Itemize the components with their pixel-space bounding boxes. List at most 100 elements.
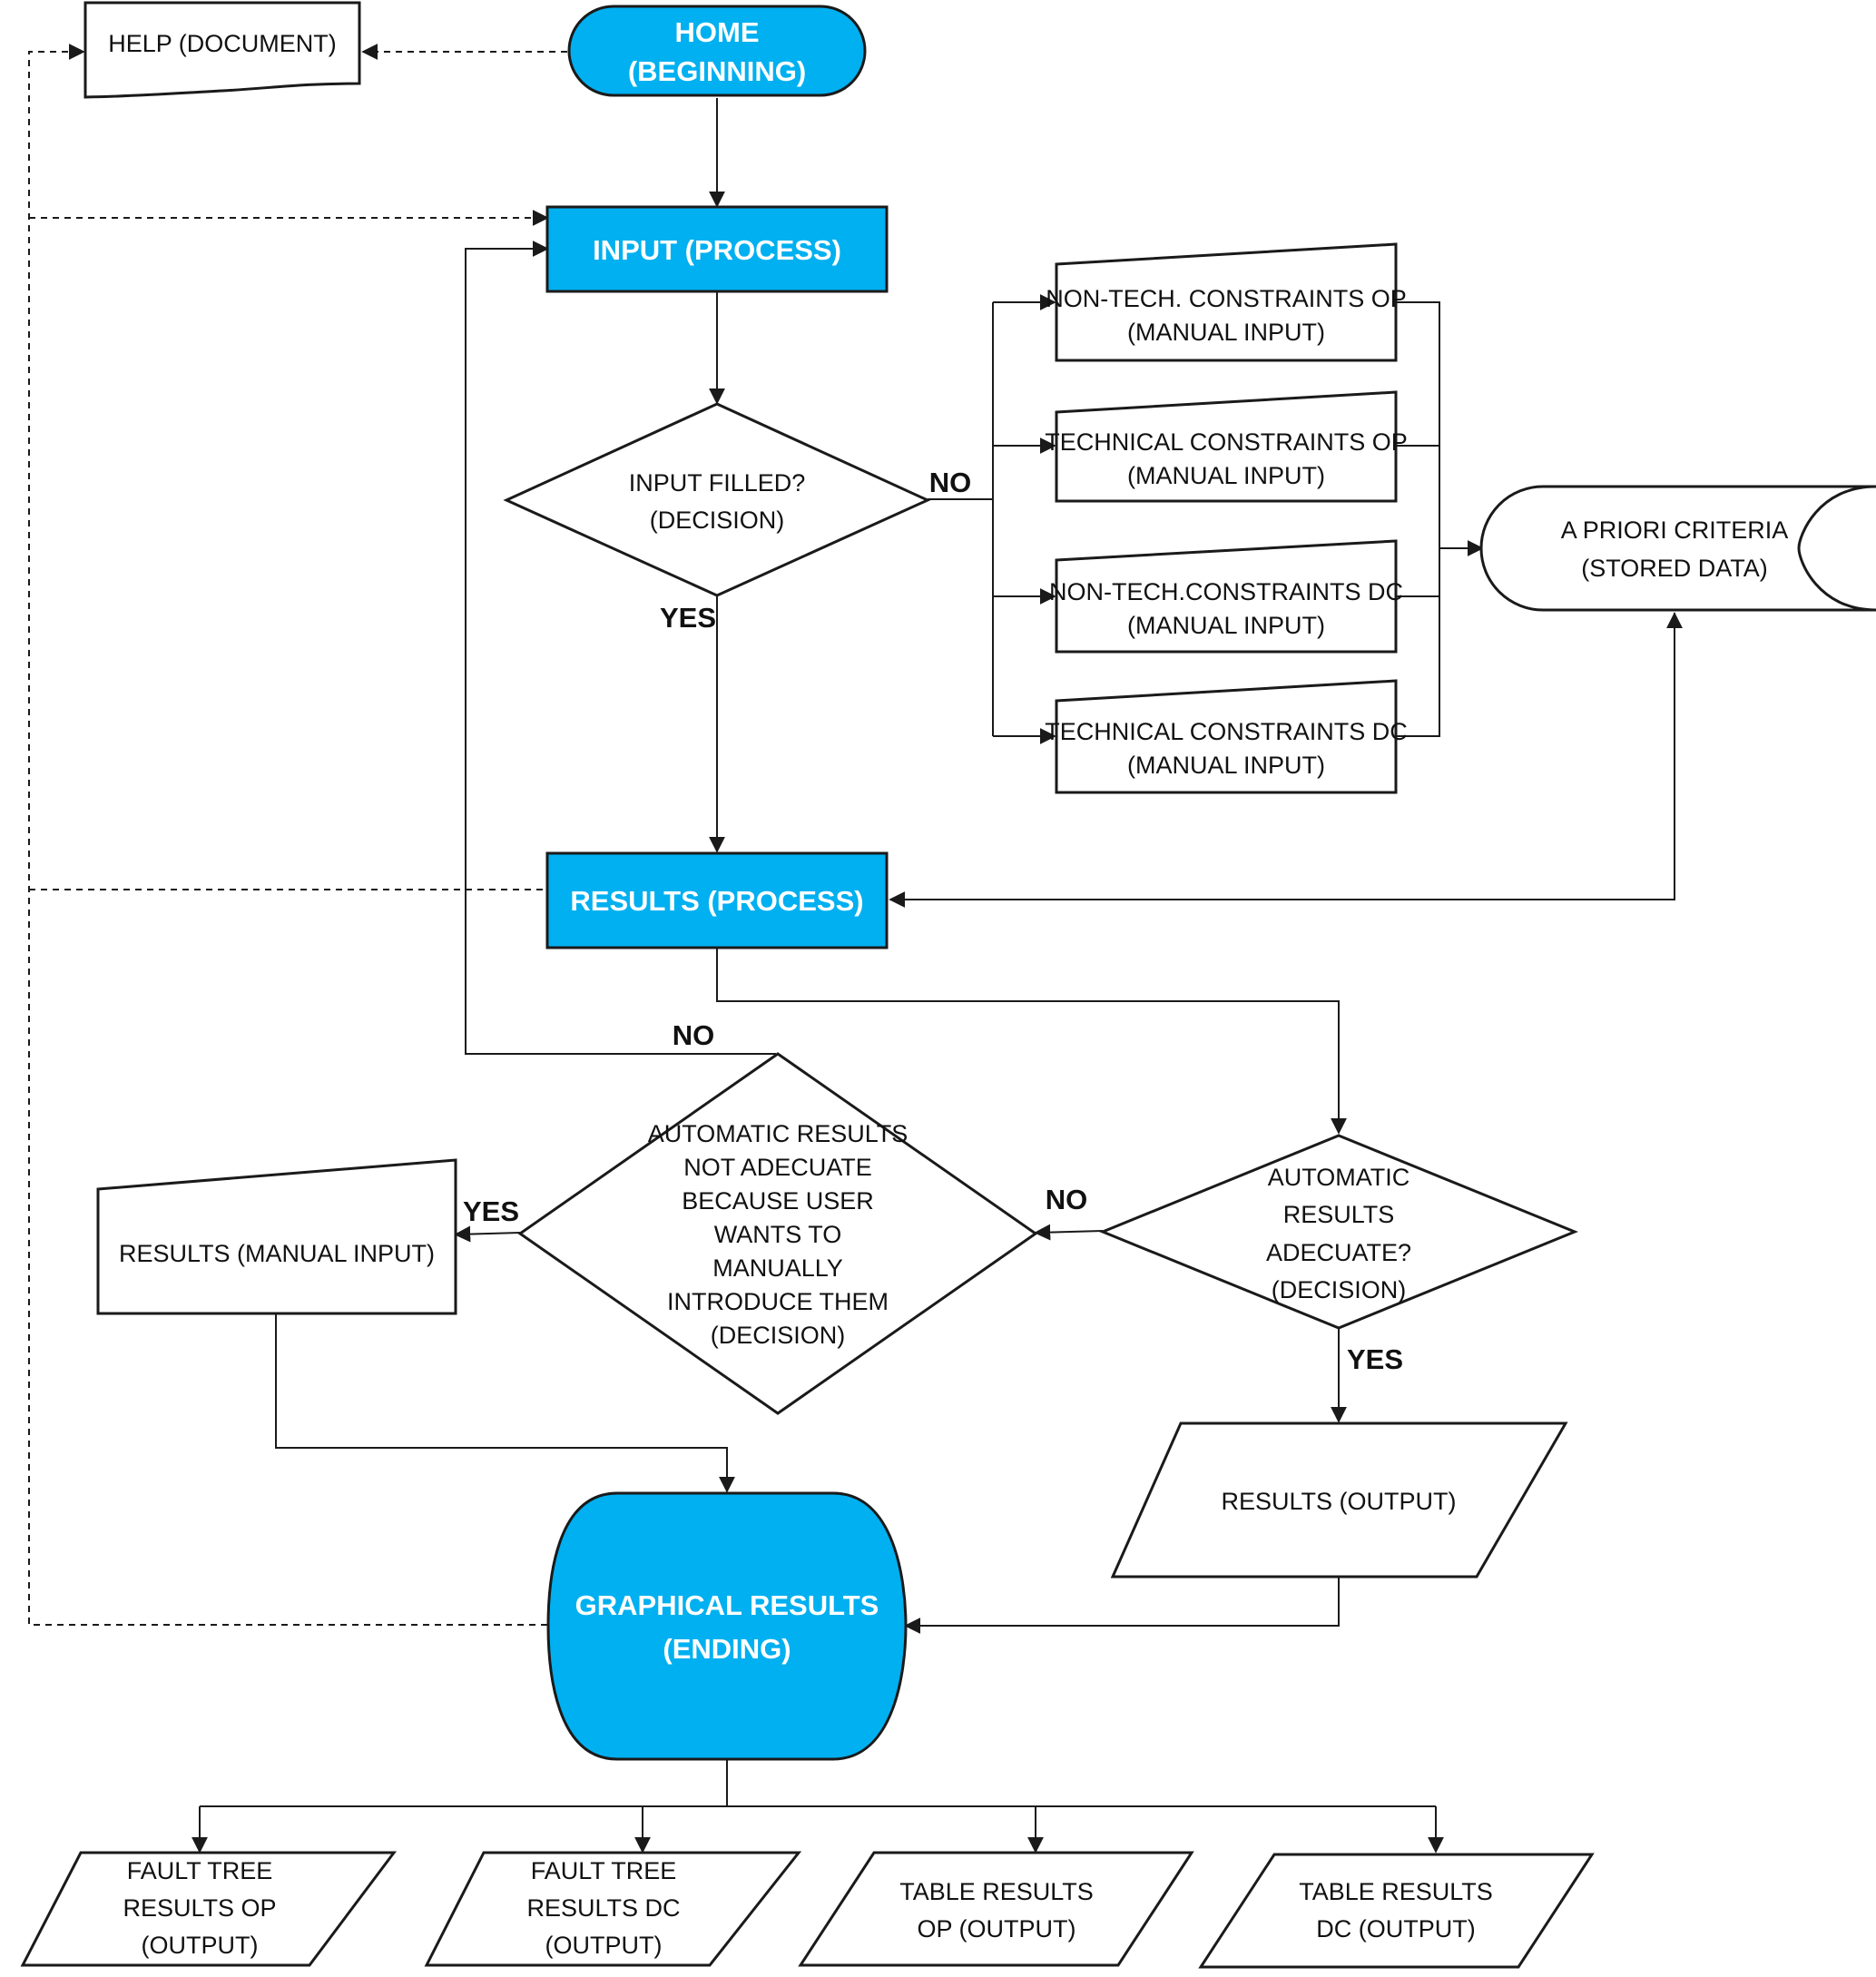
svg-text:RESULTS (MANUAL INPUT): RESULTS (MANUAL INPUT) xyxy=(119,1240,435,1267)
svg-text:(MANUAL INPUT): (MANUAL INPUT) xyxy=(1127,462,1325,489)
edge-manual-graphical xyxy=(275,1313,735,1493)
not-adequate-label-3: BECAUSE USER xyxy=(682,1187,874,1215)
not-adequate-decision-node: AUTOMATIC RESULTS NOT ADECUATE BECAUSE U… xyxy=(517,1052,1038,1415)
svg-text:INPUT (PROCESS): INPUT (PROCESS) xyxy=(593,234,841,266)
svg-text:(MANUAL INPUT): (MANUAL INPUT) xyxy=(1127,319,1325,346)
auto-adequate-label-1: AUTOMATIC xyxy=(1268,1164,1410,1191)
nontech-dc-label-2: (MANUAL INPUT) xyxy=(1127,612,1325,639)
table-op-label-2: OP (OUTPUT) xyxy=(918,1915,1076,1943)
label-manual-yes: YES xyxy=(463,1195,519,1227)
auto-adequate-decision-node: AUTOMATIC RESULTS ADECUATE? (DECISION) xyxy=(1099,1134,1578,1330)
svg-text:(DECISION): (DECISION) xyxy=(1272,1276,1407,1303)
svg-text:MANUALLY: MANUALLY xyxy=(712,1254,843,1282)
auto-adequate-label-2: RESULTS xyxy=(1283,1201,1395,1228)
table-op-label-1: TABLE RESULTS xyxy=(899,1878,1094,1905)
svg-text:BECAUSE USER: BECAUSE USER xyxy=(682,1187,874,1215)
graphical-results-terminal-node: GRAPHICAL RESULTS (ENDING) xyxy=(546,1491,908,1761)
input-filled-label-2: (DECISION) xyxy=(650,507,785,534)
svg-text:AUTOMATIC RESULTS: AUTOMATIC RESULTS xyxy=(648,1120,909,1147)
tech-dc-manual-input-node: TECHNICAL CONSTRAINTS DC (MANUAL INPUT) xyxy=(1045,679,1408,794)
not-adequate-label-2: NOT ADECUATE xyxy=(683,1154,872,1181)
input-process-node: INPUT (PROCESS) xyxy=(545,205,889,293)
constraints-bus-right xyxy=(1397,301,1440,737)
label-input-no: NO xyxy=(929,467,972,498)
svg-text:OP (OUTPUT): OP (OUTPUT) xyxy=(918,1915,1076,1943)
label-loop-no: NO xyxy=(673,1019,715,1051)
nontech-op-label-1: NON-TECH. CONSTRAINTS OP xyxy=(1046,285,1407,312)
auto-adequate-label-3: ADECUATE? xyxy=(1266,1239,1411,1266)
home-label-1: HOME xyxy=(675,16,760,48)
svg-text:AUTOMATIC: AUTOMATIC xyxy=(1268,1164,1410,1191)
help-document-node: HELP (DOCUMENT) xyxy=(83,1,361,99)
results-output-node: RESULTS (OUTPUT) xyxy=(1110,1421,1568,1579)
tech-dc-label-1: TECHNICAL CONSTRAINTS DC xyxy=(1045,718,1408,745)
dashed-left-rail xyxy=(28,44,547,1626)
nontech-op-label-2: (MANUAL INPUT) xyxy=(1127,319,1325,346)
connectors xyxy=(28,44,1683,1854)
not-adequate-label-1: AUTOMATIC RESULTS xyxy=(648,1120,909,1147)
input-filled-label-1: INPUT FILLED? xyxy=(629,469,806,497)
svg-text:FAULT TREE: FAULT TREE xyxy=(531,1857,677,1884)
svg-text:DC (OUTPUT): DC (OUTPUT) xyxy=(1316,1915,1475,1943)
graphical-label-1: GRAPHICAL RESULTS xyxy=(575,1589,879,1621)
svg-text:(DECISION): (DECISION) xyxy=(711,1322,846,1349)
label-input-yes: YES xyxy=(660,602,716,634)
svg-text:TECHNICAL CONSTRAINTS DC: TECHNICAL CONSTRAINTS DC xyxy=(1045,718,1408,745)
nontech-op-manual-input-node: NON-TECH. CONSTRAINTS OP (MANUAL INPUT) xyxy=(1046,242,1407,362)
svg-text:HELP (DOCUMENT): HELP (DOCUMENT) xyxy=(108,30,337,57)
auto-adequate-label-4: (DECISION) xyxy=(1272,1276,1407,1303)
ft-op-label-1: FAULT TREE xyxy=(127,1857,273,1884)
results-manual-label: RESULTS (MANUAL INPUT) xyxy=(119,1240,435,1267)
svg-text:(OUTPUT): (OUTPUT) xyxy=(545,1932,663,1959)
results-manual-input-node: RESULTS (MANUAL INPUT) xyxy=(96,1158,457,1315)
tech-op-manual-input-node: TECHNICAL CONSTRAINTS OP (MANUAL INPUT) xyxy=(1045,390,1408,503)
nontech-dc-label-1: NON-TECH.CONSTRAINTS DC xyxy=(1049,578,1403,605)
svg-text:NON-TECH.CONSTRAINTS DC: NON-TECH.CONSTRAINTS DC xyxy=(1049,578,1403,605)
tech-dc-label-2: (MANUAL INPUT) xyxy=(1127,752,1325,779)
table-dc-label-2: DC (OUTPUT) xyxy=(1316,1915,1475,1943)
svg-text:RESULTS: RESULTS xyxy=(1283,1201,1395,1228)
svg-text:RESULTS OP: RESULTS OP xyxy=(123,1894,276,1922)
edge-loop-to-input xyxy=(465,241,776,1055)
svg-text:NON-TECH. CONSTRAINTS OP: NON-TECH. CONSTRAINTS OP xyxy=(1046,285,1407,312)
label-auto-no: NO xyxy=(1046,1184,1088,1215)
ft-dc-label-1: FAULT TREE xyxy=(531,1857,677,1884)
home-label-2: (BEGINNING) xyxy=(628,55,806,87)
svg-text:INTRODUCE THEM: INTRODUCE THEM xyxy=(667,1288,889,1315)
input-process-label: INPUT (PROCESS) xyxy=(593,234,841,266)
svg-text:WANTS TO: WANTS TO xyxy=(714,1221,842,1248)
results-process-node: RESULTS (PROCESS) xyxy=(545,851,889,949)
svg-text:RESULTS (OUTPUT): RESULTS (OUTPUT) xyxy=(1221,1488,1456,1515)
fault-tree-op-output-node: FAULT TREE RESULTS OP (OUTPUT) xyxy=(20,1851,397,1967)
svg-text:INPUT FILLED?: INPUT FILLED? xyxy=(629,469,806,497)
svg-text:(ENDING): (ENDING) xyxy=(663,1633,791,1665)
table-dc-label-1: TABLE RESULTS xyxy=(1299,1878,1493,1905)
results-output-label: RESULTS (OUTPUT) xyxy=(1221,1488,1456,1515)
edge-apriori-results xyxy=(889,613,1675,908)
svg-text:TABLE RESULTS: TABLE RESULTS xyxy=(899,1878,1094,1905)
edge-output-graphical xyxy=(904,1578,1340,1634)
help-label: HELP (DOCUMENT) xyxy=(108,30,337,57)
home-terminal-node: HOME (BEGINNING) xyxy=(567,5,867,97)
svg-text:A PRIORI CRITERIA: A PRIORI CRITERIA xyxy=(1561,516,1789,544)
svg-text:(STORED DATA): (STORED DATA) xyxy=(1581,555,1768,582)
results-process-label: RESULTS (PROCESS) xyxy=(570,885,863,917)
svg-text:(BEGINNING): (BEGINNING) xyxy=(628,55,806,87)
graphical-label-2: (ENDING) xyxy=(663,1633,791,1665)
svg-text:(DECISION): (DECISION) xyxy=(650,507,785,534)
svg-text:RESULTS (PROCESS): RESULTS (PROCESS) xyxy=(570,885,863,917)
edge-auto-no xyxy=(1034,1224,1104,1241)
svg-text:(MANUAL INPUT): (MANUAL INPUT) xyxy=(1127,752,1325,779)
tech-op-label-2: (MANUAL INPUT) xyxy=(1127,462,1325,489)
svg-text:TECHNICAL CONSTRAINTS OP: TECHNICAL CONSTRAINTS OP xyxy=(1045,428,1408,456)
ft-op-label-3: (OUTPUT) xyxy=(142,1932,259,1959)
apriori-stored-data-node: A PRIORI CRITERIA (STORED DATA) xyxy=(1479,485,1876,612)
not-adequate-label-5: MANUALLY xyxy=(712,1254,843,1282)
svg-text:NOT ADECUATE: NOT ADECUATE xyxy=(683,1154,872,1181)
edge-results-auto xyxy=(716,948,1347,1135)
svg-text:HOME: HOME xyxy=(675,16,760,48)
tech-op-label-1: TECHNICAL CONSTRAINTS OP xyxy=(1045,428,1408,456)
not-adequate-label-6: INTRODUCE THEM xyxy=(667,1288,889,1315)
svg-text:FAULT TREE: FAULT TREE xyxy=(127,1857,273,1884)
